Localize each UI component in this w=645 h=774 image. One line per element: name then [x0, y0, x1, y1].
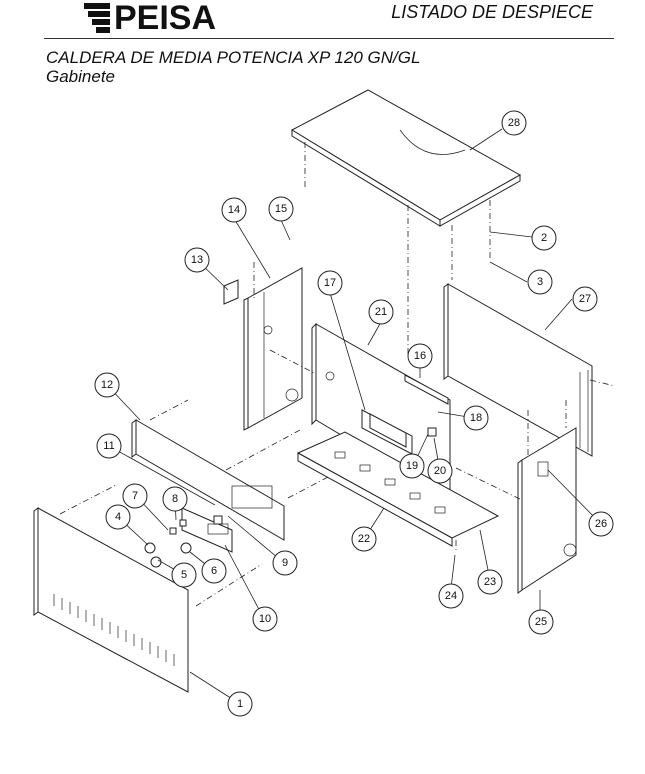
svg-text:16: 16 [414, 350, 426, 362]
svg-text:3: 3 [537, 276, 543, 288]
callout-8: 8 [162, 486, 188, 512]
svg-text:15: 15 [275, 203, 287, 215]
knob-part [180, 542, 192, 554]
svg-text:17: 17 [324, 277, 336, 289]
connector-part [427, 427, 437, 437]
callout-11: 11 [96, 433, 122, 459]
svg-text:26: 26 [595, 518, 607, 530]
peisa-logo: PEISA [84, 0, 216, 36]
callout-14: 14 [221, 197, 247, 223]
top-cover-part [290, 89, 522, 227]
callout-4: 4 [105, 504, 131, 530]
svg-text:18: 18 [470, 412, 482, 424]
logo-text: PEISA [114, 0, 217, 37]
svg-text:27: 27 [579, 293, 591, 305]
callout-2: 2 [531, 225, 557, 251]
callout-27: 27 [572, 286, 598, 312]
callout-6: 6 [201, 558, 227, 584]
right-side-panel-part [517, 427, 577, 594]
rear-right-panel-part [443, 283, 593, 457]
callout-16: 16 [407, 343, 433, 369]
callout-5: 5 [171, 562, 197, 588]
document-type: LISTADO DE DESPIECE [391, 2, 593, 22]
svg-text:25: 25 [535, 616, 547, 628]
svg-text:13: 13 [191, 254, 203, 266]
callout-20: 20 [427, 458, 453, 484]
callout-3: 3 [527, 269, 553, 295]
svg-text:21: 21 [375, 306, 387, 318]
svg-text:24: 24 [445, 590, 457, 602]
callout-23: 23 [477, 569, 503, 595]
svg-text:1: 1 [237, 698, 243, 710]
switch-part [179, 519, 187, 527]
callout-13: 13 [184, 247, 210, 273]
callout-12: 12 [94, 372, 120, 398]
callout-28: 28 [501, 110, 527, 136]
header-rule [44, 38, 614, 39]
logo-mark-icon [84, 3, 110, 33]
svg-text:19: 19 [406, 460, 418, 472]
callout-24: 24 [438, 583, 464, 609]
knob-part [150, 556, 162, 568]
callout-26: 26 [588, 511, 614, 537]
svg-text:22: 22 [358, 533, 370, 545]
svg-text:20: 20 [434, 465, 446, 477]
svg-text:12: 12 [101, 379, 113, 391]
callout-18: 18 [463, 405, 489, 431]
svg-text:11: 11 [103, 440, 114, 452]
callout-1: 1 [227, 691, 253, 717]
svg-text:23: 23 [484, 576, 496, 588]
svg-text:6: 6 [211, 565, 217, 577]
svg-text:10: 10 [259, 613, 271, 625]
callout-22: 22 [351, 526, 377, 552]
callout-15: 15 [268, 196, 294, 222]
switch-part [169, 527, 177, 535]
rail-part [404, 374, 449, 405]
page-title: CALDERA DE MEDIA POTENCIA XP 120 GN/GL [46, 48, 421, 67]
page-subtitle: Gabinete [46, 67, 115, 86]
header: PEISA LISTADO DE DESPIECE [0, 0, 645, 60]
svg-text:14: 14 [228, 204, 240, 216]
callout-17: 17 [317, 270, 343, 296]
svg-text:5: 5 [181, 569, 187, 581]
svg-text:2: 2 [541, 232, 547, 244]
svg-text:28: 28 [508, 117, 520, 129]
svg-text:4: 4 [115, 511, 121, 523]
knob-part [144, 542, 156, 554]
callout-21: 21 [368, 299, 394, 325]
svg-text:8: 8 [172, 493, 178, 505]
left-side-panel-part [243, 267, 303, 431]
callout-25: 25 [528, 609, 554, 635]
small-plate-part [223, 279, 239, 305]
callout-10: 10 [252, 606, 278, 632]
base-tray-part [296, 431, 500, 547]
svg-text:7: 7 [132, 490, 138, 502]
front-lower-panel-part [131, 419, 285, 541]
front-door-part [33, 507, 189, 693]
internal-bracket-part [361, 409, 413, 455]
callout-7: 7 [122, 483, 148, 509]
connector-part [213, 515, 223, 525]
callout-19: 19 [399, 453, 425, 479]
svg-text:9: 9 [282, 557, 288, 569]
callout-9: 9 [272, 550, 298, 576]
